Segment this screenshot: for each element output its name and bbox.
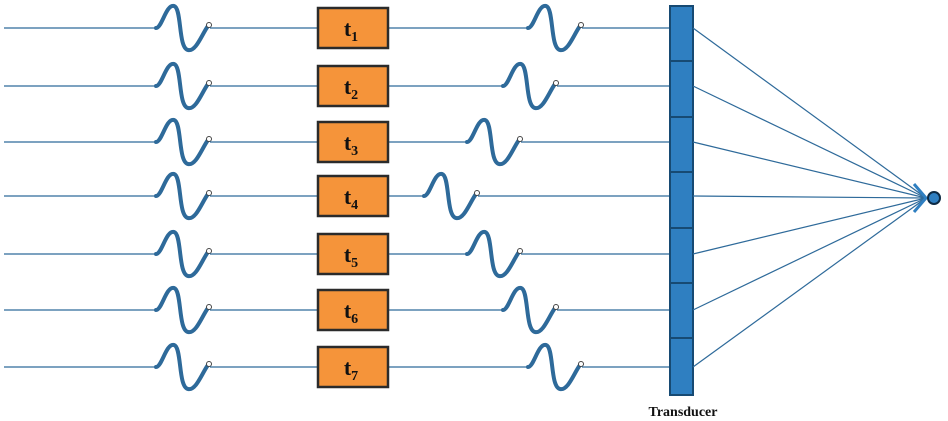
delayed-pulse-7-end <box>578 361 584 367</box>
delayed-pulse-5 <box>465 230 521 279</box>
delay-subscript-6: 6 <box>351 312 358 327</box>
delayed-pulse-1 <box>526 4 582 53</box>
delay-label-6: t6 <box>344 298 358 327</box>
beam-5 <box>692 197 927 255</box>
delayed-pulse-6 <box>501 286 557 335</box>
input-pulse-4 <box>154 172 210 221</box>
delay-box-3 <box>316 120 390 164</box>
input-pulse-4-end <box>206 190 212 196</box>
delay-subscript-7: 7 <box>351 369 358 384</box>
delay-label-7: t7 <box>344 355 358 384</box>
beam-3 <box>692 141 927 199</box>
delayed-pulse-2-end <box>553 80 559 86</box>
input-pulse-7 <box>154 343 210 392</box>
delay-label-5: t5 <box>344 242 358 271</box>
channel-lines <box>4 4 670 392</box>
delayed-pulse-4-end <box>474 190 480 196</box>
delay-subscript-2: 2 <box>351 88 358 103</box>
transducer-element-7 <box>669 337 694 396</box>
transducer-element-6 <box>669 282 694 339</box>
input-pulse-7-end <box>206 361 212 367</box>
delay-box-6 <box>316 288 390 332</box>
delayed-pulse-6-end <box>553 304 559 310</box>
input-pulse-5 <box>154 230 210 279</box>
input-pulse-2-end <box>206 80 212 86</box>
input-pulse-3 <box>154 118 210 167</box>
delay-symbol-1: t <box>344 16 352 41</box>
transducer-element-5 <box>669 227 694 284</box>
transducer-element-1 <box>669 5 694 62</box>
delay-label-2: t2 <box>344 74 358 103</box>
delayed-pulse-3 <box>465 118 521 167</box>
input-pulse-2 <box>154 62 210 111</box>
transducer-element-4 <box>669 171 694 229</box>
delay-symbol-7: t <box>344 355 352 380</box>
transducer-array <box>669 5 694 396</box>
delay-subscript-3: 3 <box>351 144 358 159</box>
input-pulse-3-end <box>206 136 212 142</box>
focus-arrow <box>912 183 928 213</box>
delayed-pulse-1-end <box>578 22 584 28</box>
beam-4 <box>692 195 927 199</box>
input-pulse-1-end <box>206 22 212 28</box>
delay-subscript-1: 1 <box>351 30 358 45</box>
delay-subscript-4: 4 <box>351 198 358 213</box>
delayed-pulse-3-end <box>517 136 523 142</box>
transducer-element-2 <box>669 60 694 118</box>
beam-1 <box>692 27 927 199</box>
input-pulse-5-end <box>206 248 212 254</box>
transducer-element-3 <box>669 116 694 173</box>
delay-label-3: t3 <box>344 130 358 159</box>
delayed-pulse-2 <box>501 62 557 111</box>
delay-symbol-3: t <box>344 130 352 155</box>
delay-box-5 <box>316 232 390 276</box>
delayed-pulse-7 <box>526 343 582 392</box>
delay-symbol-4: t <box>344 184 352 209</box>
delay-symbol-6: t <box>344 298 352 323</box>
beam-6 <box>692 197 927 311</box>
focus-beams <box>692 27 928 368</box>
delay-label-4: t4 <box>344 184 358 213</box>
delay-box-7 <box>316 345 390 389</box>
delay-symbol-2: t <box>344 74 352 99</box>
beam-7 <box>692 197 927 368</box>
input-pulse-6 <box>154 286 210 335</box>
input-pulse-1 <box>154 4 210 53</box>
focal-point <box>927 191 941 205</box>
beam-2 <box>692 85 927 199</box>
delay-box-4 <box>316 174 390 218</box>
input-pulse-6-end <box>206 304 212 310</box>
delay-box-2 <box>316 64 390 108</box>
delay-label-1: t1 <box>344 16 358 45</box>
transducer-label: Transducer <box>649 405 718 420</box>
delay-box-1 <box>316 6 390 50</box>
delayed-pulse-4 <box>422 172 478 221</box>
delayed-pulse-5-end <box>517 248 523 254</box>
delay-subscript-5: 5 <box>351 256 358 271</box>
delay-symbol-5: t <box>344 242 352 267</box>
